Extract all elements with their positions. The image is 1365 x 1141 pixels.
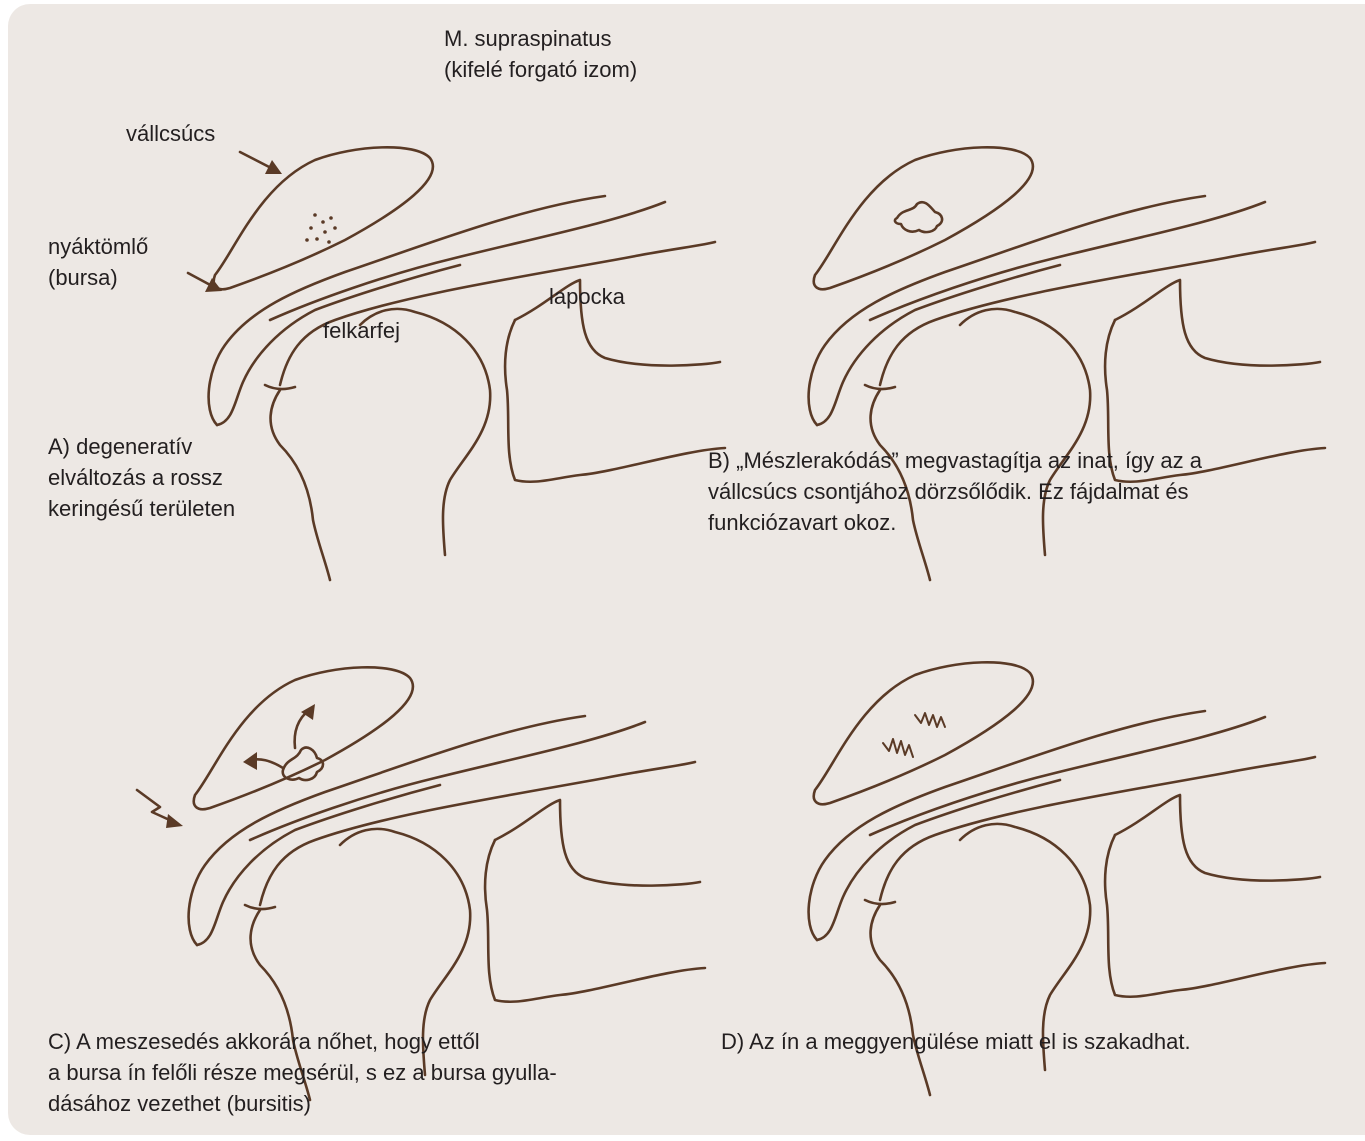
lightning-icon <box>137 790 183 828</box>
shoulder-diagrams <box>8 4 1365 1135</box>
caption-a: A) degeneratív elváltozás a rossz kering… <box>48 431 235 524</box>
caption-d: D) Az ín a meggyengülése miatt el is sza… <box>721 1026 1191 1057</box>
label-acromion: vállcsúcs <box>126 119 215 149</box>
tear-zigzag-icon <box>883 739 913 757</box>
degeneration-dots <box>305 213 337 244</box>
label-muscle-line1: M. supraspinatus <box>444 24 612 54</box>
label-humeral-head: felkarfej <box>323 316 400 346</box>
label-muscle-line2: (kifelé forgató izom) <box>444 55 637 85</box>
expansion-arrow-icon <box>243 704 315 770</box>
pointer-arrow-icon <box>240 152 282 174</box>
caption-b: B) „Mészlerakódás” megvastagítja az inat… <box>708 445 1202 538</box>
diagram-panel: M. supraspinatus (kifelé forgató izom) v… <box>8 4 1365 1135</box>
calcification-blob-icon <box>895 202 942 232</box>
shoulder-diagram-a <box>209 147 725 580</box>
tear-zigzag-icon <box>915 713 945 727</box>
label-bursa-line2: (bursa) <box>48 263 118 293</box>
label-bursa-line1: nyáktömlő <box>48 232 148 262</box>
pointer-arrow-icon <box>188 273 222 292</box>
caption-c: C) A meszesedés akkorára nőhet, hogy ett… <box>48 1026 557 1119</box>
label-scapula: lapocka <box>549 282 625 312</box>
